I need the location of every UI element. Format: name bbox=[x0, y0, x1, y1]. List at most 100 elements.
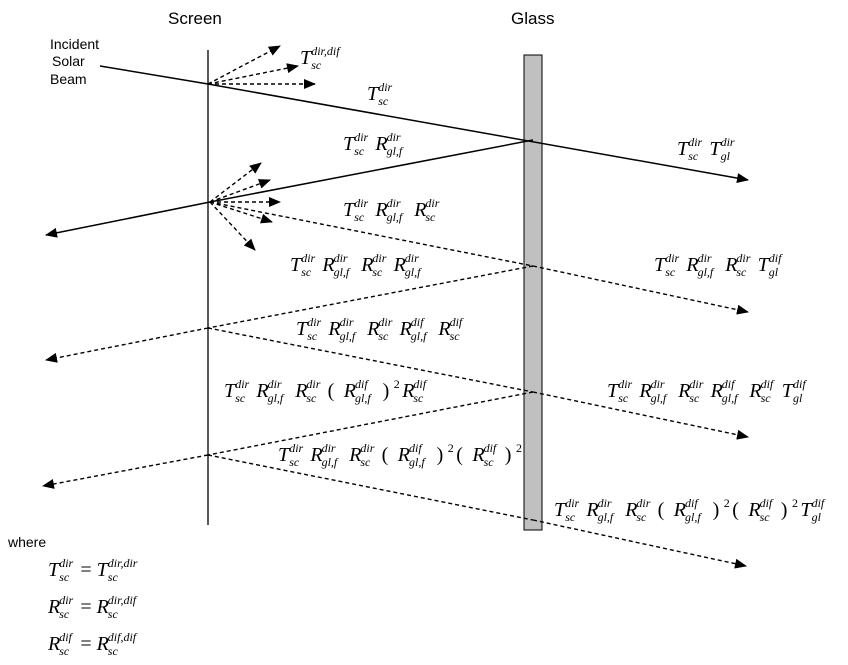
eq-superscript: dir bbox=[698, 251, 712, 265]
eq-subscript: sc bbox=[665, 265, 676, 279]
scatter-ray bbox=[207, 45, 281, 85]
eq-subscript: sc bbox=[378, 94, 389, 108]
eq-superscript: dir bbox=[688, 135, 702, 149]
eq-superscript: dir bbox=[354, 196, 368, 210]
eq-symbol: R bbox=[309, 444, 322, 466]
eq-subscript: gl,f bbox=[685, 510, 702, 524]
eq-superscript: 2 bbox=[394, 377, 400, 391]
reflected-out-beam bbox=[45, 201, 211, 238]
glass-reflected-beam bbox=[209, 139, 534, 203]
eq-subscript: gl,f bbox=[698, 265, 715, 279]
eq-subscript: gl,f bbox=[355, 391, 372, 405]
eq-symbol: = bbox=[80, 596, 91, 618]
eq-subscript: gl bbox=[721, 149, 731, 163]
eq-superscript: dif bbox=[793, 377, 807, 391]
eq-symbol: R bbox=[47, 596, 60, 618]
eq-subscript: gl bbox=[769, 265, 779, 279]
eq-superscript: dif bbox=[409, 441, 423, 455]
eq-symbol: R bbox=[747, 499, 760, 521]
eq-superscript: dir bbox=[307, 315, 321, 329]
eq-subscript: gl bbox=[793, 391, 803, 405]
eq-superscript: dir bbox=[59, 593, 73, 607]
diffuse-beam bbox=[45, 327, 209, 363]
eq-symbol: T bbox=[654, 254, 667, 276]
eq-superscript: dif bbox=[685, 496, 699, 510]
eq-superscript: dif bbox=[413, 377, 427, 391]
eq-superscript: 2 bbox=[516, 441, 522, 455]
eq-subscript: gl,f bbox=[340, 329, 357, 343]
eq-symbol: T bbox=[758, 254, 771, 276]
eq-symbol: ( bbox=[456, 444, 463, 466]
eq-superscript: dif bbox=[59, 630, 73, 644]
eq-symbol: R bbox=[638, 380, 651, 402]
eq-superscript: dir bbox=[378, 315, 392, 329]
eq-symbol: R bbox=[321, 254, 334, 276]
eq-symbol: ( bbox=[382, 444, 389, 466]
eq-superscript: dir bbox=[378, 80, 392, 94]
eq-symbol: = bbox=[80, 559, 91, 581]
glass-header: Glass bbox=[511, 9, 554, 28]
eq-symbol: T bbox=[607, 380, 620, 402]
eq-subscript: sc bbox=[306, 391, 317, 405]
eq-subscript: gl,f bbox=[411, 329, 428, 343]
eq-symbol: R bbox=[366, 318, 379, 340]
eq-symbol: R bbox=[624, 499, 637, 521]
eq-subscript: sc bbox=[59, 607, 70, 621]
eq-superscript: dir bbox=[387, 130, 401, 144]
eq-subscript: sc bbox=[235, 391, 246, 405]
eq-superscript: dir bbox=[689, 377, 703, 391]
eq-subscript: gl,f bbox=[651, 391, 668, 405]
eq-superscript: 2 bbox=[448, 441, 454, 455]
eq-superscript: 2 bbox=[724, 496, 730, 510]
eq-superscript: dir bbox=[360, 441, 374, 455]
transmitted-direct-beam bbox=[207, 83, 749, 183]
eq-superscript: dif bbox=[355, 377, 369, 391]
eq-symbol: T bbox=[677, 138, 690, 160]
eq-subscript: gl,f bbox=[322, 455, 339, 469]
diffuse-beam bbox=[42, 454, 209, 489]
eq-subscript: sc bbox=[289, 455, 300, 469]
eq-superscript: dif bbox=[812, 496, 826, 510]
eq-symbol: R bbox=[96, 596, 109, 618]
eq-superscript: dir bbox=[301, 251, 315, 265]
eq-symbol: ) bbox=[437, 444, 444, 466]
eq-symbol: T bbox=[97, 559, 110, 581]
scatter-ray bbox=[209, 201, 273, 224]
eq-symbol: R bbox=[360, 254, 373, 276]
eq-symbol: R bbox=[96, 633, 109, 655]
eq-superscript: dir,dif bbox=[108, 593, 138, 607]
eq-symbol: T bbox=[224, 380, 237, 402]
eq-symbol: R bbox=[374, 133, 387, 155]
eq-subscript: sc bbox=[761, 391, 772, 405]
eq-subscript: sc bbox=[413, 391, 424, 405]
eq-superscript: dir bbox=[354, 130, 368, 144]
glass-pane bbox=[523, 54, 543, 531]
eq-superscript: dir bbox=[235, 377, 249, 391]
eq-symbol: T bbox=[290, 254, 303, 276]
eq-symbol: T bbox=[278, 444, 291, 466]
eq-subscript: sc bbox=[736, 265, 747, 279]
eq-symbol: = bbox=[80, 633, 91, 655]
diffuse-beam bbox=[207, 454, 534, 521]
eq-superscript: dir bbox=[665, 251, 679, 265]
eq-symbol: R bbox=[343, 380, 356, 402]
diffuse-beam bbox=[207, 265, 534, 329]
eq-subscript: sc bbox=[307, 329, 318, 343]
eq-superscript: dif bbox=[761, 377, 775, 391]
eq-superscript: dir bbox=[618, 377, 632, 391]
eq-subscript: gl,f bbox=[598, 510, 615, 524]
scatter-ray bbox=[207, 63, 299, 85]
scatter-ray bbox=[209, 162, 262, 203]
eq-superscript: dir bbox=[334, 251, 348, 265]
eq-superscript: dif bbox=[769, 251, 783, 265]
eq-symbol: ( bbox=[658, 499, 665, 521]
eq-symbol: R bbox=[327, 318, 340, 340]
eq-subscript: sc bbox=[108, 644, 119, 658]
eq-symbol: ( bbox=[732, 499, 739, 521]
